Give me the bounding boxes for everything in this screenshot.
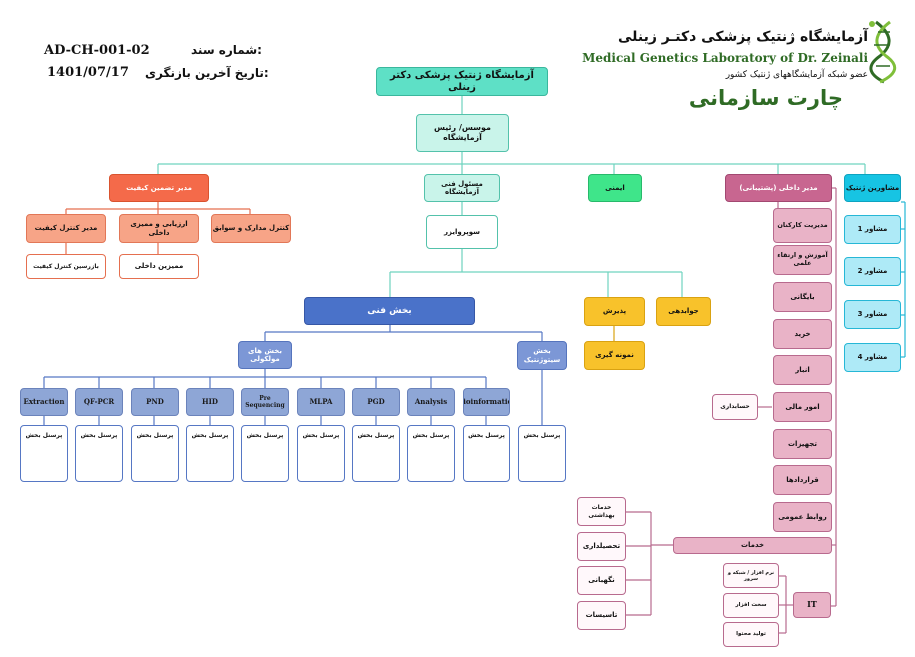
internal-item-equipment: تجهیزات [773, 429, 832, 459]
molecular-box: بخش های مولکولی [238, 341, 292, 369]
brand-name-fa: آزمایشگاه ژنتیک پزشکی دکتـر زینلی [617, 29, 868, 45]
service-item-security: نگهبانی [577, 566, 626, 595]
internal-item-training: آموزش و ارتقاء علمی [773, 245, 832, 275]
quality-head-box: مدیر تضمین کیفیت [109, 174, 209, 202]
staff-box: پرسنل بخش [407, 425, 455, 482]
supervisor-box: سوپروایزر [426, 215, 498, 249]
dna-helix-icon [869, 20, 897, 84]
staff-box: پرسنل بخش [241, 425, 289, 482]
unit-extraction: Extraction [20, 388, 68, 416]
internal-item-warehouse: انبار [773, 355, 832, 385]
reception-box: پذیرش [584, 297, 645, 326]
internal-auditors-box: ممیزین داخلی [119, 254, 199, 279]
advisor-1-box: مشاور 1 [844, 215, 901, 244]
it-item-content: تولید محتوا [723, 622, 779, 647]
staff-box: پرسنل بخش [131, 425, 179, 482]
chart-title: چارت سازمانی [688, 86, 843, 110]
staff-box: پرسنل بخش [463, 425, 510, 482]
quality-child-audit: ارزیابی و ممیزی داخلی [119, 214, 199, 243]
brand-tagline: عضو شبکه آزمایشگاههای ژنتیک کشور [725, 70, 868, 80]
unit-pgd: PGD [352, 388, 400, 416]
unit-bioinformatics: Bioinformatics [463, 388, 510, 416]
service-item-sanitation: خدمات بهداشتی [577, 497, 626, 526]
internal-item-finance: امور مالی [773, 392, 832, 422]
advisor-2-box: مشاور 2 [844, 257, 901, 286]
quality-child-qc-manager: مدیر کنترل کیفیت [26, 214, 106, 243]
staff-box: پرسنل بخش [352, 425, 400, 482]
it-item-hardware: سخت افزار [723, 593, 779, 618]
qc-inspectors-box: بازرسین کنترل کیفیت [26, 254, 106, 279]
it-box: IT [793, 592, 831, 618]
doc-number: AD-CH-001-02 [44, 43, 150, 58]
staff-box: پرسنل بخش [20, 425, 68, 482]
internal-item-archive: بایگانی [773, 282, 832, 312]
staff-box: پرسنل بخش [75, 425, 123, 482]
unit-pre-sequencing: Pre Sequencing [241, 388, 289, 416]
revision-date: 1401/07/17 [47, 65, 129, 80]
accounting-box: حسابداری [712, 394, 758, 420]
internal-item-public-relations: روابط عمومی [773, 502, 832, 532]
safety-box: ایمنی [588, 174, 642, 202]
advisor-3-box: مشاور 3 [844, 300, 901, 329]
services-box: خدمات [673, 537, 832, 554]
it-item-software-network: نرم افزار / شبکه و سرور [723, 563, 779, 588]
unit-hid: HID [186, 388, 234, 416]
advisors-head-box: مشاورین ژنتیک [844, 174, 901, 202]
founder-box: موسس/ رئیس آزمایشگاه [416, 114, 509, 152]
technical-section-box: بخش فنی [304, 297, 475, 325]
staff-box: پرسنل بخش [186, 425, 234, 482]
internal-item-contracts: قراردادها [773, 465, 832, 495]
service-item-collector: تحصیلداری [577, 532, 626, 561]
technical-head-box: مسئول فنی آزمایشگاه [424, 174, 500, 202]
doc-number-label: شماره سند: [191, 43, 262, 57]
internal-item-purchase: خرید [773, 319, 832, 349]
unit-qf-pcr: QF-PCR [75, 388, 123, 416]
internal-item-staff-management: مدیریت کارکنان [773, 208, 832, 243]
advisor-4-box: مشاور 4 [844, 343, 901, 372]
unit-mlpa: MLPA [297, 388, 345, 416]
lab-name-box: آزمایشگاه ژنتیک پزشکی دکتر زینلی [376, 67, 548, 96]
quality-child-records: کنترل مدارک و سوابق [211, 214, 291, 243]
service-item-facilities: تاسیسات [577, 601, 626, 630]
cytogenetics-box: بخش سیتوژنتیک [517, 341, 567, 370]
revision-label: تاریخ آخرین بازنگری: [145, 66, 269, 80]
results-box: جوابدهی [656, 297, 711, 326]
unit-analysis: Analysis [407, 388, 455, 416]
staff-box: پرسنل بخش [518, 425, 566, 482]
staff-box: پرسنل بخش [297, 425, 345, 482]
brand-name-en: Medical Genetics Laboratory of Dr. Zeina… [582, 51, 868, 65]
sampling-box: نمونه گیری [584, 341, 645, 370]
unit-pnd: PND [131, 388, 179, 416]
internal-head-box: مدیر داخلی (پشتیبانی) [725, 174, 832, 202]
